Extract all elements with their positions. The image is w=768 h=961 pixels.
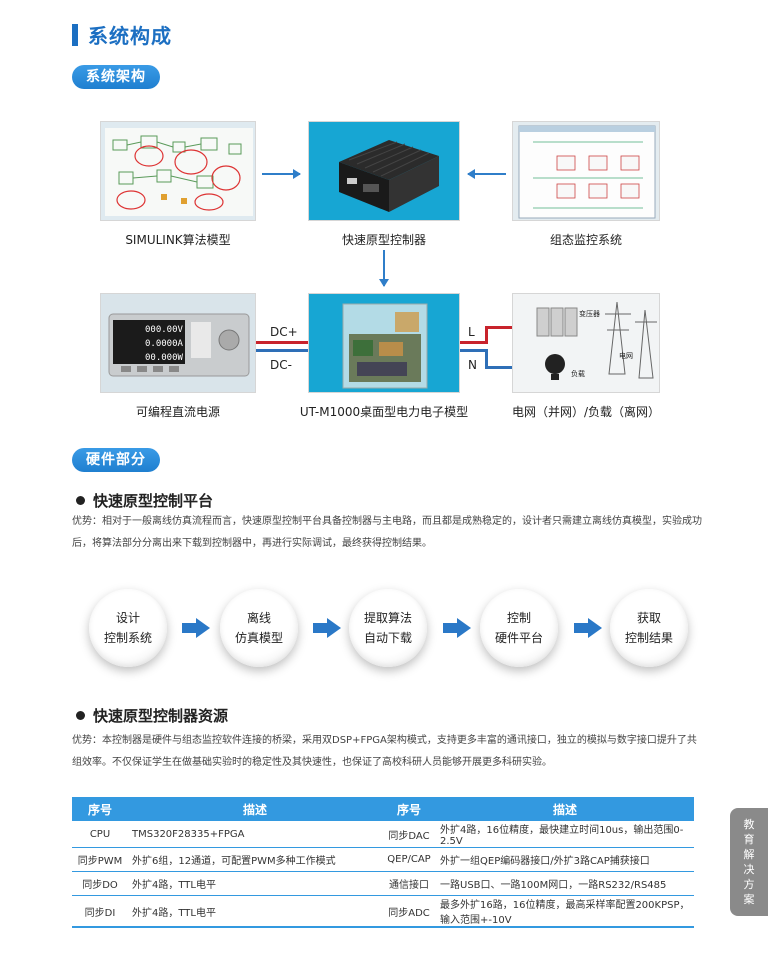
label-l: L	[468, 325, 475, 339]
wire-n-bottom	[485, 366, 512, 369]
resources-heading: 快速原型控制器资源	[76, 705, 228, 726]
table-cell: 同步DI	[72, 895, 128, 928]
wire-n	[460, 349, 486, 352]
caption-controller: 快速原型控制器	[341, 233, 426, 247]
label-dc-plus: DC+	[270, 325, 298, 339]
flow-step-extract: 提取算法 自动下载	[349, 589, 427, 667]
table-row: 同步DO 外扩4路，TTL电平 通信接口 一路USB口、一路100M网口，一路R…	[72, 871, 694, 896]
section-hardware-label: 硬件部分	[72, 448, 160, 472]
table-cell: 通信接口	[382, 871, 436, 896]
bullet-dot	[76, 711, 85, 720]
wire-dc-minus	[256, 349, 308, 352]
table-cell: 外扩4路，TTL电平	[128, 895, 382, 928]
power-reading-current: 0.0000A	[145, 339, 184, 349]
title-bar	[72, 23, 78, 46]
table-cell: 同步DO	[72, 871, 128, 896]
table-cell: 一路USB口、一路100M网口，一路RS232/RS485	[436, 871, 694, 896]
caption-power-supply: 可编程直流电源	[135, 405, 220, 419]
wire-n-vertical	[485, 349, 488, 369]
resources-table: 序号 描述 序号 描述 CPU TMS320F28335+FPGA 同步DAC …	[72, 797, 694, 928]
table-cell: 外扩4路，16位精度，最快建立时间10us，输出范围0-2.5V	[436, 821, 694, 848]
resources-heading-text: 快速原型控制器资源	[93, 707, 229, 725]
label-n: N	[468, 358, 477, 372]
flow-step-result: 获取 控制结果	[610, 589, 688, 667]
arrow-simulink-to-controller	[262, 169, 301, 179]
section-architecture-label: 系统架构	[72, 65, 160, 89]
caption-monitor: 组态监控系统	[549, 233, 622, 247]
flow-step-line1: 控制	[506, 611, 531, 625]
flow-step-line2: 控制结果	[624, 631, 673, 645]
table-cell: 同步PWM	[72, 847, 128, 872]
table-cell: TMS320F28335+FPGA	[128, 821, 382, 848]
bullet-dot	[76, 496, 85, 505]
table-header-cell: 描述	[128, 797, 382, 821]
table-cell: 最多外扩16路，16位精度，最高采样率配置200KPSP，输入范围+-10V	[436, 895, 694, 928]
label-dc-minus: DC-	[270, 358, 292, 372]
controller-image	[308, 121, 460, 221]
resources-paragraph: 优势：本控制器是硬件与组态监控软件连接的桥梁，采用双DSP+FPGA架构模式，支…	[72, 735, 697, 768]
flow-step-line1: 获取	[636, 611, 661, 625]
page-title-text: 系统构成	[88, 24, 172, 48]
caption-simulink: SIMULINK算法模型	[125, 233, 231, 247]
platform-heading: 快速原型控制平台	[76, 490, 213, 511]
side-tab: 教育解决方案	[730, 808, 768, 916]
grid-transformer-label: 变压器	[579, 309, 600, 318]
power-reading-power: 00.000W	[145, 353, 184, 363]
wire-dc-plus	[256, 341, 308, 344]
table-row: 同步PWM 外扩6组，12通道，可配置PWM多种工作模式 QEP/CAP 外扩一…	[72, 847, 694, 872]
table-cell: 同步DAC	[382, 821, 436, 848]
wire-l	[460, 341, 486, 344]
table-cell: 外扩一组QEP编码器接口/外扩3路CAP捕获接口	[436, 847, 694, 872]
table-header-cell: 描述	[436, 797, 694, 821]
grid-grid-label: 电网	[619, 351, 633, 360]
table-cell: 同步ADC	[382, 895, 436, 928]
table-header-cell: 序号	[72, 797, 128, 821]
power-reading-voltage: 000.00V	[145, 325, 184, 335]
wire-l-top	[485, 326, 512, 329]
caption-model: UT-M1000桌面型电力电子模型	[299, 405, 469, 419]
flow-step-line1: 设计	[115, 611, 140, 625]
side-tab-text: 教育解决方案	[743, 818, 755, 906]
flow-step-line2: 控制系统	[103, 631, 152, 645]
flow-step-offline: 离线 仿真模型	[220, 589, 298, 667]
monitor-image	[512, 121, 660, 221]
table-row: 同步DI 外扩4路，TTL电平 同步ADC 最多外扩16路，16位精度，最高采样…	[72, 895, 694, 928]
table-cell: 外扩4路，TTL电平	[128, 871, 382, 896]
table-header-cell: 序号	[382, 797, 436, 821]
caption-grid: 电网（并网）/负载（离网）	[511, 405, 661, 419]
power-supply-image: 000.00V 0.0000A 00.000W	[100, 293, 256, 393]
flow-step-line1: 离线	[246, 611, 271, 625]
wire-l-vertical	[485, 326, 488, 344]
table-cell: CPU	[72, 821, 128, 848]
flow-step-design: 设计 控制系统	[89, 589, 167, 667]
table-cell: 外扩6组，12通道，可配置PWM多种工作模式	[128, 847, 382, 872]
table-row: CPU TMS320F28335+FPGA 同步DAC 外扩4路，16位精度，最…	[72, 821, 694, 848]
grid-image: 变压器 电网 负载	[512, 293, 660, 393]
flow-step-line2: 自动下载	[363, 631, 412, 645]
flow-step-line2: 仿真模型	[234, 631, 283, 645]
platform-heading-text: 快速原型控制平台	[93, 492, 214, 510]
arrow-monitor-to-controller	[467, 169, 506, 179]
table-header-row: 序号 描述 序号 描述	[72, 797, 694, 821]
grid-load-label: 负载	[571, 369, 585, 378]
model-image	[308, 293, 460, 393]
simulink-image	[100, 121, 256, 221]
table-cell: QEP/CAP	[382, 847, 436, 872]
platform-paragraph: 优势：相对于一般离线仿真流程而言，快速原型控制平台具备控制器与主电路，而且都是成…	[72, 516, 702, 549]
flow-step-line2: 硬件平台	[494, 631, 543, 645]
flow-step-hardware: 控制 硬件平台	[480, 589, 558, 667]
page-title: 系统构成	[72, 20, 172, 49]
flow-step-line1: 提取算法	[363, 611, 412, 625]
arrow-controller-to-model	[379, 250, 389, 287]
